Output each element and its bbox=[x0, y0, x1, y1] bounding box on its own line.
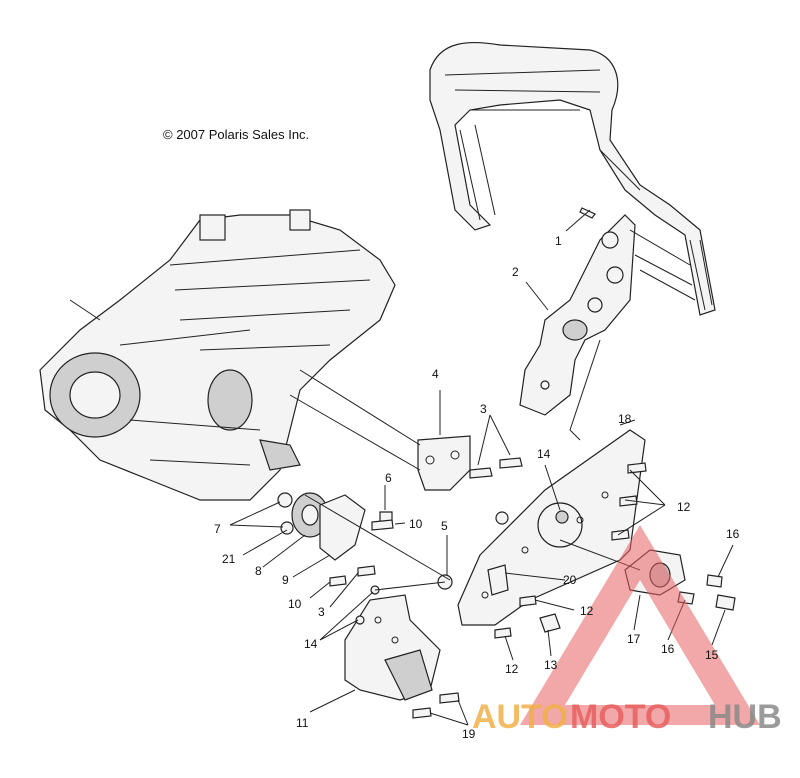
watermark-hub: HUB bbox=[708, 698, 782, 736]
watermark-moto: MOTO bbox=[570, 698, 671, 736]
plate-9 bbox=[319, 494, 366, 561]
watermark-text: AUTO MOTO HUB bbox=[472, 698, 782, 736]
callout-17: 17 bbox=[627, 632, 641, 646]
bolt-12-c bbox=[611, 529, 630, 541]
callout-8: 8 bbox=[255, 564, 262, 578]
nut-12-d bbox=[495, 511, 509, 525]
callout-4: 4 bbox=[432, 367, 439, 381]
bolt-16-upper bbox=[706, 574, 723, 588]
callout-labels: 1 2 3 4 18 14 6 12 10 7 5 16 21 8 9 20 1… bbox=[214, 234, 740, 741]
bolt-3-lower bbox=[357, 565, 376, 577]
bolt-10-lower bbox=[329, 575, 347, 587]
bracket-4 bbox=[417, 435, 471, 491]
callout-16-upper: 16 bbox=[726, 527, 740, 541]
callout-13: 13 bbox=[544, 658, 558, 672]
bolt-12-a bbox=[627, 462, 647, 474]
callout-7: 7 bbox=[214, 522, 221, 536]
frame-rollbar bbox=[429, 41, 716, 316]
bolt-12-f bbox=[494, 627, 512, 639]
bracket-2 bbox=[519, 214, 636, 416]
bolts-3-upper bbox=[469, 457, 523, 479]
callout-14-lower: 14 bbox=[304, 637, 318, 651]
watermark-auto: AUTO bbox=[472, 698, 568, 736]
callout-20: 20 bbox=[563, 573, 577, 587]
callout-18: 18 bbox=[618, 412, 632, 426]
callout-12-lower: 12 bbox=[505, 662, 519, 676]
bolt-19-a bbox=[439, 692, 460, 704]
callout-11: 11 bbox=[296, 716, 309, 730]
leader-lines bbox=[229, 209, 734, 726]
nut-13 bbox=[539, 613, 561, 633]
washer-21 bbox=[280, 521, 294, 535]
bolt-15 bbox=[715, 594, 736, 611]
bracket-20 bbox=[487, 564, 509, 596]
callout-3-lower: 3 bbox=[318, 605, 325, 619]
washer-7 bbox=[277, 492, 293, 508]
callout-16-lower: 16 bbox=[661, 642, 675, 656]
callout-1: 1 bbox=[555, 234, 562, 248]
bolt-10-upper bbox=[371, 519, 394, 531]
bolt-19-b bbox=[412, 707, 432, 719]
callout-9: 9 bbox=[282, 573, 289, 587]
watermark-triangle bbox=[520, 525, 760, 725]
callout-10-lower: 10 bbox=[288, 597, 302, 611]
pin-1 bbox=[579, 207, 596, 219]
callout-15: 15 bbox=[705, 648, 719, 662]
callout-10-upper: 10 bbox=[409, 517, 423, 531]
callout-5: 5 bbox=[441, 519, 448, 533]
callout-12-middle: 12 bbox=[580, 604, 594, 618]
washer-14-lower-a bbox=[355, 615, 365, 625]
callout-12-upper: 12 bbox=[677, 500, 691, 514]
callout-19: 19 bbox=[462, 727, 476, 741]
watermark-logo bbox=[520, 525, 760, 725]
copyright-text: © 2007 Polaris Sales Inc. bbox=[163, 127, 309, 142]
callout-21: 21 bbox=[222, 552, 236, 566]
bolt-12-e bbox=[519, 595, 537, 607]
callout-3-upper: 3 bbox=[480, 402, 487, 416]
engine-assembly bbox=[39, 209, 396, 501]
bracket-11 bbox=[344, 594, 441, 701]
callout-2: 2 bbox=[512, 265, 519, 279]
callout-14-upper: 14 bbox=[537, 447, 551, 461]
callout-6: 6 bbox=[385, 471, 392, 485]
bolt-12-b bbox=[619, 495, 638, 507]
